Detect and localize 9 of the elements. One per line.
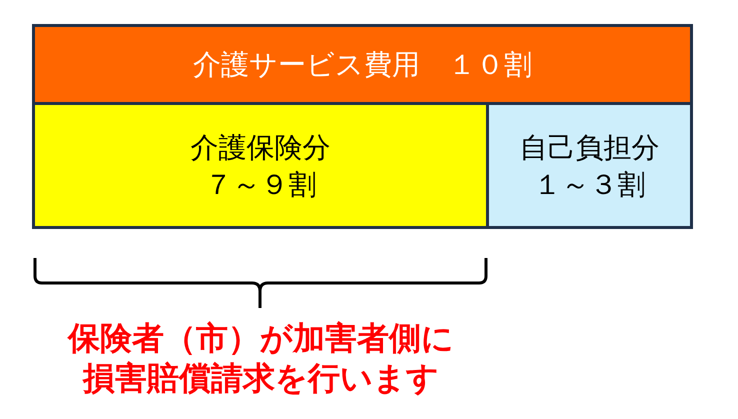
- share-label: 介護保険分: [190, 130, 330, 166]
- note-text: 保険者（市）が加害者側に損害賠償請求を行います: [66, 318, 455, 398]
- cost-heading: 介護サービス費用 １０割: [193, 47, 532, 83]
- share-label: 自己負担分: [520, 130, 660, 166]
- insurance-share-box: [32, 102, 489, 229]
- share-ratio: ７～９割: [204, 166, 316, 202]
- total-cost-bar: [32, 24, 693, 105]
- share-ratio: １～３割: [534, 166, 646, 202]
- self-pay-box: [486, 102, 693, 229]
